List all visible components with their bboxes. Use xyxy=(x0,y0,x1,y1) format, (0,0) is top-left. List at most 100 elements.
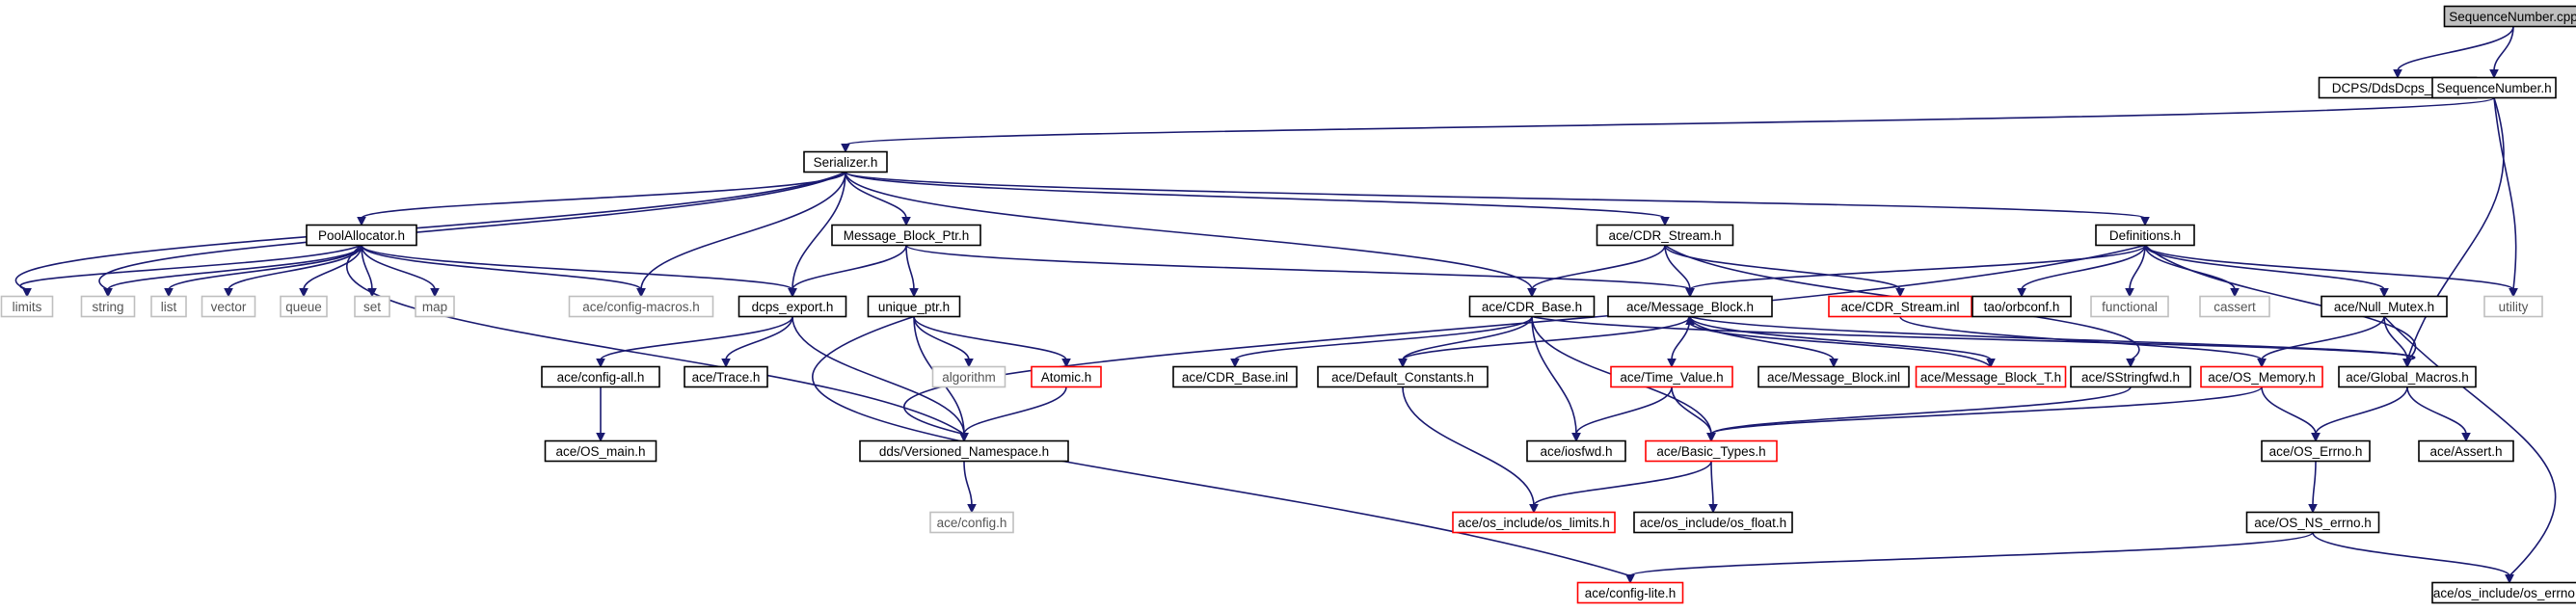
node-label: cassert xyxy=(2214,300,2256,314)
node-box xyxy=(1828,295,1972,318)
edge-line xyxy=(1689,244,2146,291)
node-box xyxy=(738,295,847,318)
edge-arrowhead xyxy=(164,288,174,298)
edge-uniqueptr-to-atomic xyxy=(913,316,1071,368)
node-mbt[interactable]: ace/Message_Block_T.h xyxy=(1915,365,2067,388)
node-osfloat[interactable]: ace/os_include/os_float.h xyxy=(1633,511,1793,534)
edge-line xyxy=(1234,316,1533,361)
edge-line xyxy=(361,245,436,290)
node-serializer[interactable]: Serializer.h xyxy=(803,150,888,173)
edge-line xyxy=(725,316,793,360)
node-box xyxy=(859,439,1069,463)
node-label: ace/config.h xyxy=(937,516,1007,530)
edge-arrowhead xyxy=(909,288,919,298)
edge-arrowhead xyxy=(22,288,32,298)
node-label: Message_Block_Ptr.h xyxy=(844,228,970,243)
node-atomic[interactable]: Atomic.h xyxy=(1031,365,1102,388)
edge-layer xyxy=(14,26,2557,584)
edge-messageblock-to-mbt xyxy=(1689,316,1996,368)
edge-nullmutex-to-osmemory xyxy=(2257,316,2385,368)
edge-line xyxy=(2383,316,2408,360)
edge-arrowhead xyxy=(2461,433,2471,442)
node-oserrnoinc[interactable]: ace/os_include/os_errno.h xyxy=(2431,581,2576,604)
edge-arrowhead xyxy=(2311,433,2321,442)
edge-line xyxy=(2493,26,2514,71)
node-basictypes[interactable]: ace/Basic_Types.h xyxy=(1645,439,1778,463)
node-globalmacros[interactable]: ace/Global_Macros.h xyxy=(2338,365,2477,388)
node-configall[interactable]: ace/config-all.h xyxy=(541,365,660,388)
edge-arrowhead xyxy=(1829,359,1838,368)
edge-line xyxy=(1533,461,1712,506)
node-oserrno[interactable]: ace/OS_Errno.h xyxy=(2261,439,2371,463)
node-defconst[interactable]: ace/Default_Constants.h xyxy=(1317,365,1489,388)
node-assert[interactable]: ace/Assert.h xyxy=(2418,439,2514,463)
edge-line xyxy=(1575,386,1673,435)
edge-mbt-to-messageblock xyxy=(1685,315,1992,368)
node-box xyxy=(929,511,1014,534)
edge-line xyxy=(2144,244,2514,291)
node-nullmutex[interactable]: ace/Null_Mutex.h xyxy=(2321,295,2448,318)
edge-line xyxy=(2406,386,2467,435)
node-versioned[interactable]: dds/Versioned_Namespace.h xyxy=(859,439,1069,463)
node-functional: functional xyxy=(2090,295,2169,318)
edge-line xyxy=(303,245,362,290)
edge-arrowhead xyxy=(2509,288,2518,298)
node-seqnum[interactable]: SequenceNumber.h xyxy=(2431,76,2557,99)
edge-arrowhead xyxy=(1660,217,1670,226)
node-label: ace/SStringfwd.h xyxy=(2081,370,2180,385)
node-iosfwd[interactable]: ace/iosfwd.h xyxy=(1526,439,1626,463)
node-osnserrno[interactable]: ace/OS_NS_errno.h xyxy=(2245,511,2380,534)
edge-basictypes-to-osfloat xyxy=(1708,461,1718,514)
node-box xyxy=(2443,5,2576,28)
node-box xyxy=(2261,439,2371,463)
node-osmain[interactable]: ace/OS_main.h xyxy=(544,439,657,463)
node-sstringfwd[interactable]: ace/SStringfwd.h xyxy=(2070,365,2191,388)
node-box xyxy=(1596,224,1734,247)
node-poolalloc[interactable]: PoolAllocator.h xyxy=(306,224,417,247)
node-list: list xyxy=(150,295,187,318)
node-mbinl[interactable]: ace/Message_Block.inl xyxy=(1758,365,1910,388)
node-orbconf[interactable]: tao/orbconf.h xyxy=(1972,295,2072,318)
node-oslimits[interactable]: ace/os_include/os_limits.h xyxy=(1452,511,1616,534)
node-configlite[interactable]: ace/config-lite.h xyxy=(1576,581,1684,604)
edge-line xyxy=(361,244,793,291)
node-osmemory[interactable]: ace/OS_Memory.h xyxy=(2200,365,2323,388)
node-box xyxy=(1468,295,1596,318)
node-dcpsexport[interactable]: dcps_export.h xyxy=(738,295,847,318)
edge-line xyxy=(1664,245,1691,290)
edge-arrowhead xyxy=(721,359,731,368)
node-uniqueptr[interactable]: unique_ptr.h xyxy=(867,295,961,318)
edge-serializer-to-mbptr xyxy=(845,172,911,226)
node-mbptr[interactable]: Message_Block_Ptr.h xyxy=(831,224,981,247)
node-trace[interactable]: ace/Trace.h xyxy=(684,365,768,388)
node-messageblock[interactable]: ace/Message_Block.h xyxy=(1607,295,1773,318)
edge-arrowhead xyxy=(2402,359,2412,368)
node-definitions[interactable]: Definitions.h xyxy=(2095,224,2195,247)
edge-arrowhead xyxy=(1398,359,1408,368)
edge-arrowhead xyxy=(1529,504,1539,514)
node-box xyxy=(2431,76,2557,99)
node-box xyxy=(1610,365,1733,388)
edge-arrowhead xyxy=(2393,69,2402,79)
edge-poolalloc-to-string xyxy=(103,245,362,298)
edge-cdrstream-to-cdrstreaminl xyxy=(1664,245,1905,298)
node-cdrbaseinl[interactable]: ace/CDR_Base.inl xyxy=(1172,365,1298,388)
node-label: ace/CDR_Stream.inl xyxy=(1840,300,1959,314)
node-label: queue xyxy=(285,300,322,314)
node-config: ace/config.h xyxy=(929,511,1014,534)
node-cdrbase[interactable]: ace/CDR_Base.h xyxy=(1468,295,1596,318)
node-label: ace/Default_Constants.h xyxy=(1331,370,1474,385)
node-cdrstream[interactable]: ace/CDR_Stream.h xyxy=(1596,224,1734,247)
edge-arrowhead xyxy=(1571,433,1581,442)
edge-line xyxy=(1402,316,1533,360)
node-box xyxy=(1317,365,1489,388)
node-cdrstreaminl[interactable]: ace/CDR_Stream.inl xyxy=(1828,295,1972,318)
edge-arrowhead xyxy=(596,433,605,442)
edge-line xyxy=(1629,531,2314,577)
node-box xyxy=(1915,365,2067,388)
edge-seqnum-to-utility xyxy=(2493,97,2518,298)
node-box xyxy=(1972,295,2072,318)
node-timevalue[interactable]: ace/Time_Value.h xyxy=(1610,365,1733,388)
edge-line xyxy=(2144,244,2417,361)
